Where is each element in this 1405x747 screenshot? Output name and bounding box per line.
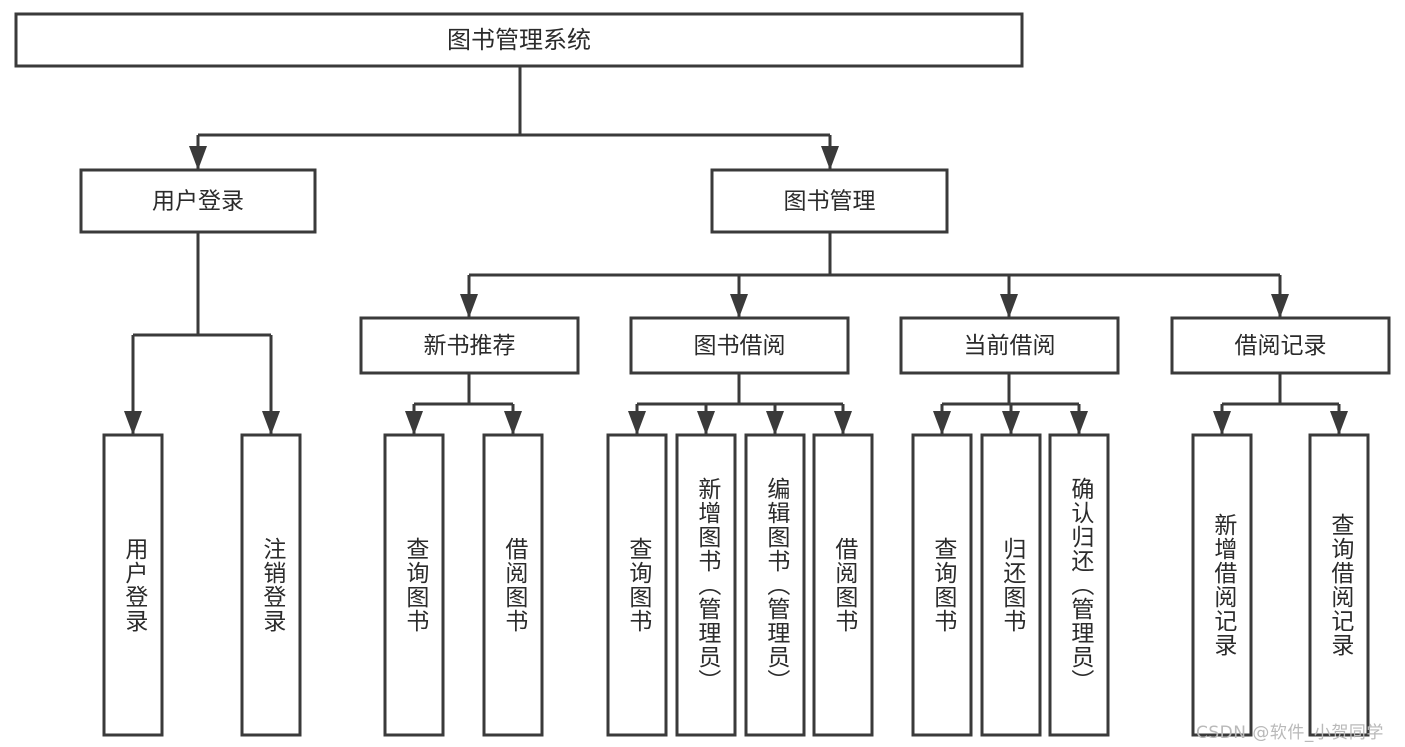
node-box-leaf-rec-query-record xyxy=(1308,433,1370,737)
node-box-borrow-record xyxy=(1170,316,1391,375)
fork-root-arrow-0 xyxy=(189,146,207,170)
fork-borrow-record-arrow-0 xyxy=(1213,411,1231,435)
node-box-leaf-cur-confirm-return xyxy=(1048,433,1110,737)
node-leaf-cur-confirm-return[interactable] xyxy=(1048,433,1110,737)
watermark-text: CSDN @软件_小贺同学 xyxy=(1196,723,1384,743)
node-label-user-login: 用户登录 xyxy=(152,189,244,215)
node-user-login[interactable]: 用户登录 xyxy=(79,168,317,234)
node-leaf-rec-query-book[interactable] xyxy=(383,433,445,737)
node-label-new-book-recommend: 新书推荐 xyxy=(424,333,516,359)
node-leaf-rec-borrow-book[interactable] xyxy=(482,433,544,737)
fork-borrow-record-arrow-1 xyxy=(1330,411,1348,435)
node-leaf-rec-add-record[interactable] xyxy=(1191,433,1253,737)
node-box-book-borrow xyxy=(629,316,850,375)
node-box-leaf-rec-add-record xyxy=(1191,433,1253,737)
node-box-leaf-borrow-add-book xyxy=(675,433,737,737)
fork-book-borrow-arrow-2 xyxy=(766,411,784,435)
node-box-leaf-rec-borrow-book xyxy=(482,433,544,737)
node-label-borrow-record: 借阅记录 xyxy=(1235,333,1327,359)
fork-root-arrow-1 xyxy=(821,146,839,170)
fork-book-manage-arrow-3 xyxy=(1271,294,1289,318)
node-leaf-borrow-borrow-book[interactable] xyxy=(812,433,874,737)
node-label-root: 图书管理系统 xyxy=(447,26,591,54)
fork-new-book-recommend-arrow-1 xyxy=(504,411,522,435)
node-root[interactable]: 图书管理系统 xyxy=(14,12,1024,68)
node-leaf-cur-query-book[interactable] xyxy=(911,433,973,737)
node-box-book-manage xyxy=(710,168,949,234)
node-box-new-book-recommend xyxy=(359,316,580,375)
node-book-manage[interactable]: 图书管理 xyxy=(710,168,949,234)
node-label-book-borrow: 图书借阅 xyxy=(694,333,786,359)
fork-user-login-arrow-0 xyxy=(124,411,142,435)
node-leaf-borrow-query-book[interactable] xyxy=(606,433,668,737)
fork-book-manage-arrow-0 xyxy=(460,294,478,318)
node-leaf-borrow-edit-book[interactable] xyxy=(744,433,806,737)
fork-book-borrow-arrow-0 xyxy=(628,411,646,435)
node-leaf-rec-query-record[interactable] xyxy=(1308,433,1370,737)
node-box-leaf-cur-query-book xyxy=(911,433,973,737)
node-box-leaf-cur-return-book xyxy=(980,433,1042,737)
fork-current-borrow-arrow-1 xyxy=(1002,411,1020,435)
node-book-borrow[interactable]: 图书借阅 xyxy=(629,316,850,375)
node-leaf-borrow-add-book[interactable] xyxy=(675,433,737,737)
node-box-root xyxy=(14,12,1024,68)
node-current-borrow[interactable]: 当前借阅 xyxy=(899,316,1120,375)
fork-book-manage-arrow-2 xyxy=(1000,294,1018,318)
fork-book-manage-arrow-1 xyxy=(730,294,748,318)
node-box-user-login xyxy=(79,168,317,234)
node-box-leaf-rec-query-book xyxy=(383,433,445,737)
node-label-current-borrow: 当前借阅 xyxy=(964,333,1056,359)
node-box-leaf-user-login xyxy=(102,433,164,737)
node-borrow-record[interactable]: 借阅记录 xyxy=(1170,316,1391,375)
node-leaf-user-login[interactable] xyxy=(102,433,164,737)
fork-current-borrow-arrow-2 xyxy=(1070,411,1088,435)
fork-book-borrow-arrow-3 xyxy=(834,411,852,435)
node-box-leaf-user-logout xyxy=(240,433,302,737)
fork-new-book-recommend-arrow-0 xyxy=(405,411,423,435)
fork-book-borrow-arrow-1 xyxy=(697,411,715,435)
node-label-book-manage: 图书管理 xyxy=(784,189,876,215)
node-leaf-user-logout[interactable] xyxy=(240,433,302,737)
fork-user-login-arrow-1 xyxy=(262,411,280,435)
fork-current-borrow-arrow-0 xyxy=(933,411,951,435)
node-box-current-borrow xyxy=(899,316,1120,375)
node-new-book-recommend[interactable]: 新书推荐 xyxy=(359,316,580,375)
node-box-leaf-borrow-borrow-book xyxy=(812,433,874,737)
node-box-leaf-borrow-edit-book xyxy=(744,433,806,737)
node-leaf-cur-return-book[interactable] xyxy=(980,433,1042,737)
node-box-leaf-borrow-query-book xyxy=(606,433,668,737)
connector-layer xyxy=(124,66,1348,435)
